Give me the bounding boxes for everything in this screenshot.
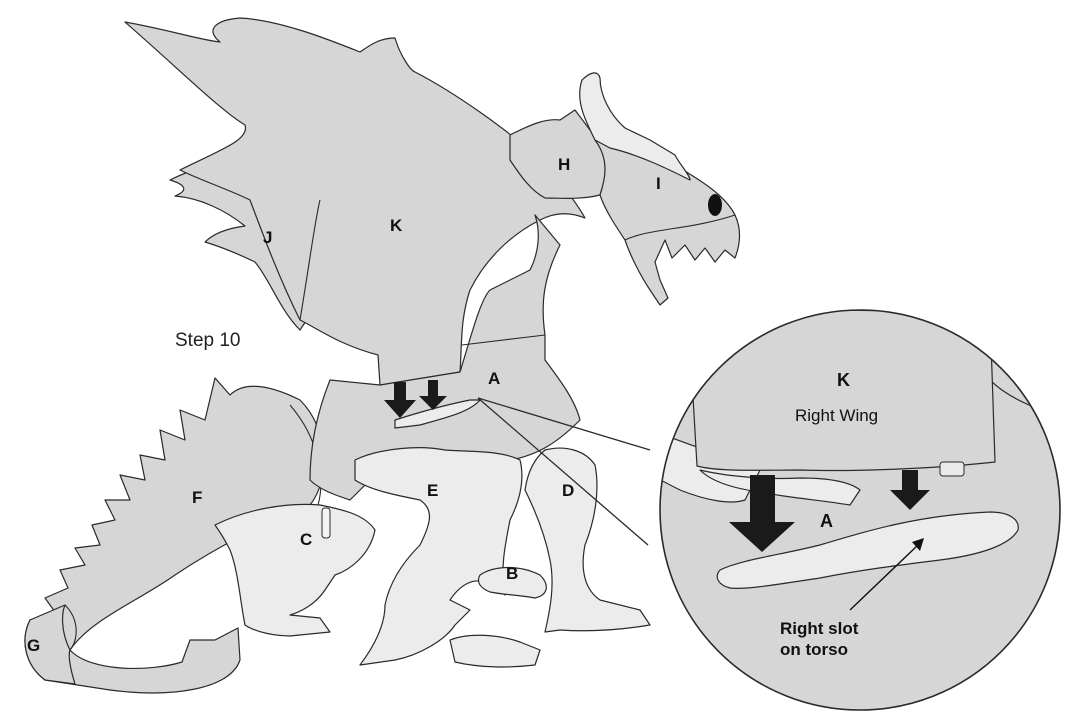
slot-note-line1: Right slot xyxy=(780,619,859,638)
part-label-j: J xyxy=(263,228,272,247)
zoom-detail xyxy=(659,309,1061,711)
zoom-part-letter: K xyxy=(837,370,850,390)
zoom-torso-letter: A xyxy=(820,511,833,531)
step-label: Step 10 xyxy=(175,330,241,351)
leg-part-c xyxy=(214,503,376,637)
part-label-i: I xyxy=(656,174,661,193)
part-label-e: E xyxy=(427,481,438,500)
torso-part-a xyxy=(309,214,581,501)
wing-part-k xyxy=(124,17,586,386)
callout-leader xyxy=(477,397,651,546)
part-label-h: H xyxy=(558,155,570,174)
arm-part-b xyxy=(477,566,547,599)
leg-part-d xyxy=(524,447,651,633)
part-label-c: C xyxy=(300,530,312,549)
part-label-g: G xyxy=(27,636,40,655)
slot-note-line2: on torso xyxy=(780,640,848,659)
part-label-b: B xyxy=(506,564,518,583)
part-label-k: K xyxy=(390,216,403,235)
head-part-i xyxy=(579,72,741,306)
insert-arrows xyxy=(384,380,447,418)
part-label-a: A xyxy=(488,369,500,388)
part-label-f: F xyxy=(192,488,202,507)
tail-tip-part-g xyxy=(24,604,76,685)
part-label-d: D xyxy=(562,481,574,500)
leg-part-e xyxy=(354,447,541,668)
zoom-part-name: Right Wing xyxy=(795,406,878,425)
